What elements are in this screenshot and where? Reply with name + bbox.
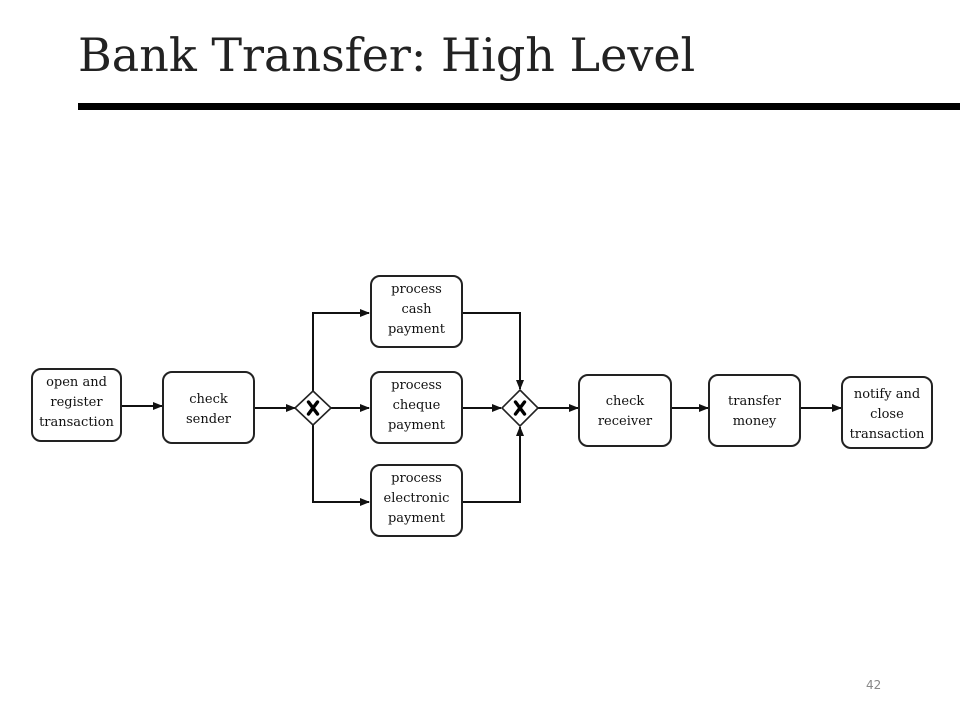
title-underline [78,103,960,110]
task-process-cash-payment: process cash payment [370,275,463,348]
task-transfer-money: transfer money [708,374,801,447]
task-label-line: sender [186,412,232,427]
task-label-line: payment [388,418,446,433]
task-label-line: process [391,282,442,297]
exclusive-gateway-split [293,389,333,427]
task-label-line: money [733,414,777,429]
task-label-line: close [870,407,904,422]
task-label-line: cheque [393,398,441,413]
task-label-line: transaction [39,415,114,430]
exclusive-gateway-icon [513,400,527,416]
flow-split-to-electronic [312,425,370,506]
task-label-line: payment [388,322,446,337]
task-notify-close-transaction: notify and close transaction [841,376,933,449]
exclusive-gateway-join [500,388,540,428]
task-label-line: transaction [850,427,925,442]
exclusive-gateway-icon [306,400,320,416]
task-check-sender: check sender [162,371,255,444]
task-label-line: cash [401,302,432,317]
flow-electronic-to-join [462,426,524,503]
page-number: 42 [866,678,882,692]
task-open-register-transaction: open and register transaction [31,368,122,442]
task-label-line: notify and [854,387,920,402]
flow-cash-to-join [462,312,524,390]
task-label-line: transfer [728,394,782,409]
task-label-line: electronic [384,491,450,506]
task-process-cheque-payment: process cheque payment [370,371,463,444]
flow-split-to-cash [312,309,370,391]
task-label-line: register [50,395,103,410]
task-label-line: check [189,392,228,407]
slide-title: Bank Transfer: High Level [78,28,696,82]
task-label-line: process [391,471,442,486]
sequence-flows [121,309,842,506]
task-process-electronic-payment: process electronic payment [370,464,463,537]
task-label-line: receiver [598,414,653,429]
task-label-line: check [606,394,645,409]
task-label-line: open and [46,375,107,390]
task-label-line: payment [388,511,446,526]
task-label-line: process [391,378,442,393]
task-check-receiver: check receiver [578,374,672,447]
